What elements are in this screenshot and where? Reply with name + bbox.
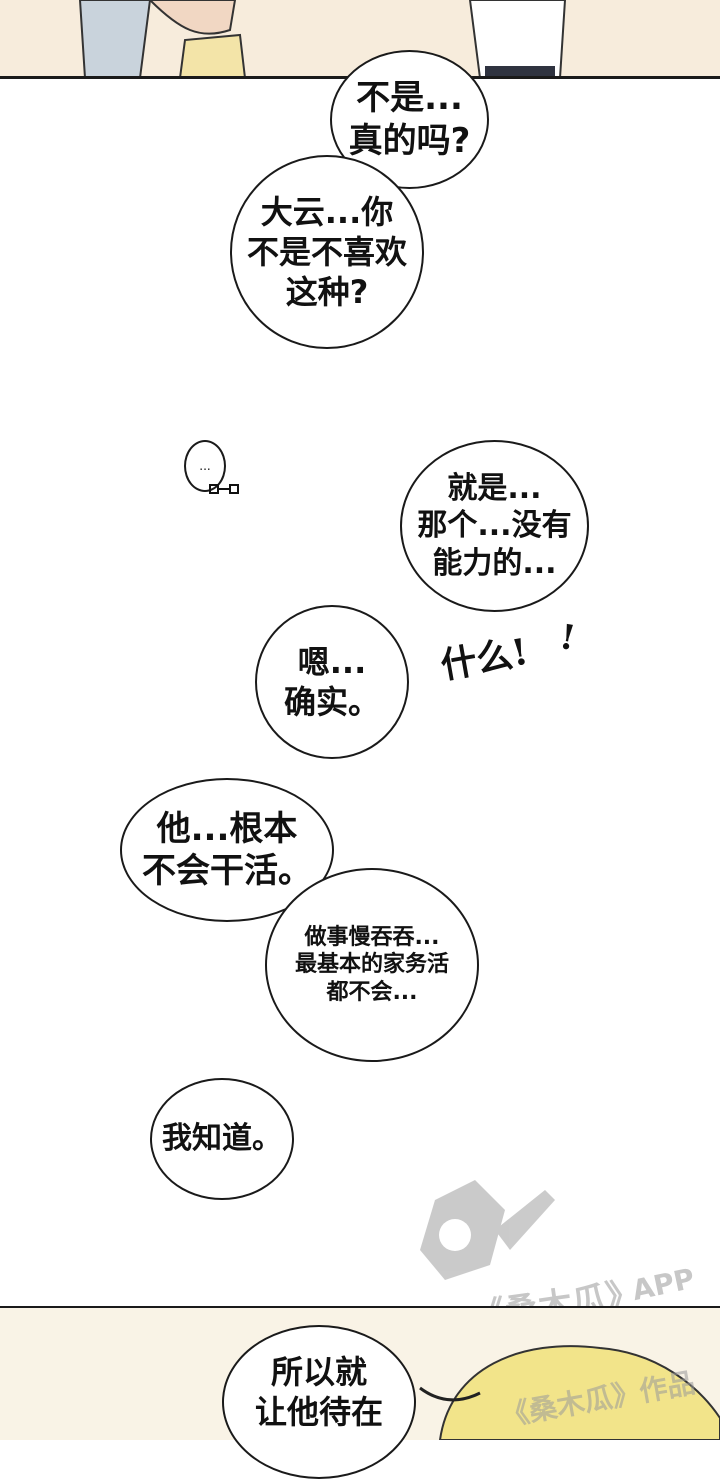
speech-bubble: 不是... 真的吗? xyxy=(330,50,489,189)
speech-bubble: 我知道。 xyxy=(150,1078,294,1200)
sfx-what: 什么! xyxy=(437,630,532,688)
watermark-logo-icon xyxy=(420,1180,555,1280)
characters-legs-illustration xyxy=(78,0,567,78)
speech-bubble: 大云...你 不是不喜欢 这种? xyxy=(230,155,424,349)
speech-bubble: 嗯... 确实。 xyxy=(255,605,409,759)
speech-bubble: 做事慢吞吞... 最基本的家务活 都不会... xyxy=(265,868,479,1062)
speech-bubble: 就是... 那个...没有 能力的... xyxy=(400,440,589,612)
watermark-app: APP xyxy=(629,1261,698,1308)
character-hair-illustration xyxy=(419,1345,720,1440)
speech-bubble: 所以就 让他待在 xyxy=(222,1325,416,1479)
panel-border xyxy=(0,1306,720,1309)
speech-bubble: ... xyxy=(184,440,226,492)
sfx-exclaim: ! xyxy=(556,617,579,659)
chain-icon xyxy=(209,484,239,494)
